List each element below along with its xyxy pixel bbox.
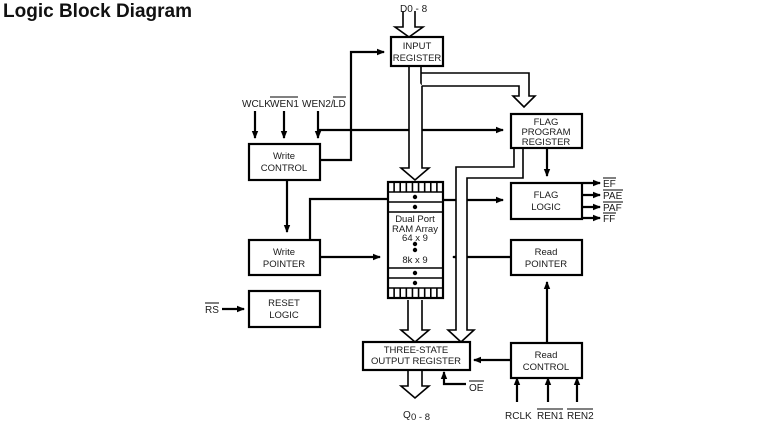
bus-data-out xyxy=(398,370,432,400)
signal-ren1: REN1 xyxy=(537,411,564,422)
input-register-block: INPUT REGISTER xyxy=(389,35,445,68)
ram-label-3: 64 x 9 xyxy=(402,233,428,244)
write-control-label-2: CONTROL xyxy=(261,163,307,174)
signal-wen1: WEN1 xyxy=(270,99,299,110)
signal-q: Q xyxy=(403,410,411,421)
signal-wen2: WEN2/ xyxy=(302,99,334,110)
signal-wclk: WCLK xyxy=(242,99,271,110)
read-control-block: Read CONTROL xyxy=(509,341,584,380)
wire-write-control-to-input-register xyxy=(320,48,385,162)
input-register-label-2: REGISTER xyxy=(393,53,442,64)
signal-d0-8: D0 - 8 xyxy=(400,4,428,15)
signal-ld: LD xyxy=(333,99,346,110)
write-control-block: Write CONTROL xyxy=(247,142,322,182)
bus-ram-to-output xyxy=(398,300,432,344)
flag-logic-block: FLAG LOGIC xyxy=(509,181,584,221)
write-pointer-label-2: POINTER xyxy=(263,259,305,270)
flag-program-register-block: FLAG PROGRAM REGISTER xyxy=(509,112,584,150)
read-control-label-2: CONTROL xyxy=(523,362,569,373)
ram-top-cells xyxy=(393,182,438,192)
fpr-label-3: REGISTER xyxy=(522,137,571,148)
reset-logic-label-1: RESET xyxy=(268,298,300,309)
fpr-label-1: FLAG xyxy=(534,117,559,128)
signal-oe: OE xyxy=(469,383,484,394)
wire-oe-to-output-register xyxy=(440,371,466,386)
ram-label-2: RAM Array xyxy=(392,224,438,235)
signal-rclk: RCLK xyxy=(505,411,532,422)
wires xyxy=(222,48,601,402)
ram-label-1: Dual Port xyxy=(395,214,435,225)
write-pointer-label-1: Write xyxy=(273,247,295,258)
signal-ren2: REN2 xyxy=(567,411,594,422)
fpr-label-2: PROGRAM xyxy=(521,127,570,138)
flag-ef: EF xyxy=(603,179,616,190)
read-pointer-label-1: Read xyxy=(535,247,558,258)
flag-logic-label-2: LOGIC xyxy=(531,202,561,213)
wire-ram-to-write-pointer xyxy=(308,197,388,240)
flag-paf: PAF xyxy=(603,203,622,214)
ram-bottom-cells xyxy=(393,288,438,298)
flag-logic-label-1: FLAG xyxy=(534,190,559,201)
output-register-label-1: THREE-STATE xyxy=(384,345,449,356)
signal-q-sub: 0 - 8 xyxy=(411,412,430,423)
ram-array-block: Dual Port RAM Array 64 x 9 8k x 9 xyxy=(386,180,445,300)
input-register-label-1: INPUT xyxy=(403,41,432,52)
signal-labels: D0 - 8 WCLK WEN1 WEN2/ LD RS OE Q 0 - 8 … xyxy=(205,4,623,423)
read-control-label-1: Read xyxy=(535,350,558,361)
flag-pae: PAE xyxy=(603,191,623,202)
reset-logic-block: RESET LOGIC xyxy=(247,289,322,329)
ram-label-4: 8k x 9 xyxy=(402,255,427,266)
bus-input-to-fpr xyxy=(420,67,537,109)
write-pointer-block: Write POINTER xyxy=(247,238,322,277)
signal-rs: RS xyxy=(205,305,219,316)
reset-logic-label-2: LOGIC xyxy=(269,310,299,321)
read-pointer-block: Read POINTER xyxy=(509,238,584,277)
diagram-title: Logic Block Diagram xyxy=(3,1,192,22)
flag-ff: FF xyxy=(603,214,615,225)
write-control-label-1: Write xyxy=(273,151,295,162)
output-register-block: THREE-STATE OUTPUT REGISTER xyxy=(361,340,472,372)
output-register-label-2: OUTPUT REGISTER xyxy=(371,356,461,367)
read-pointer-label-2: POINTER xyxy=(525,259,567,270)
bus-input-to-ram xyxy=(398,67,432,182)
